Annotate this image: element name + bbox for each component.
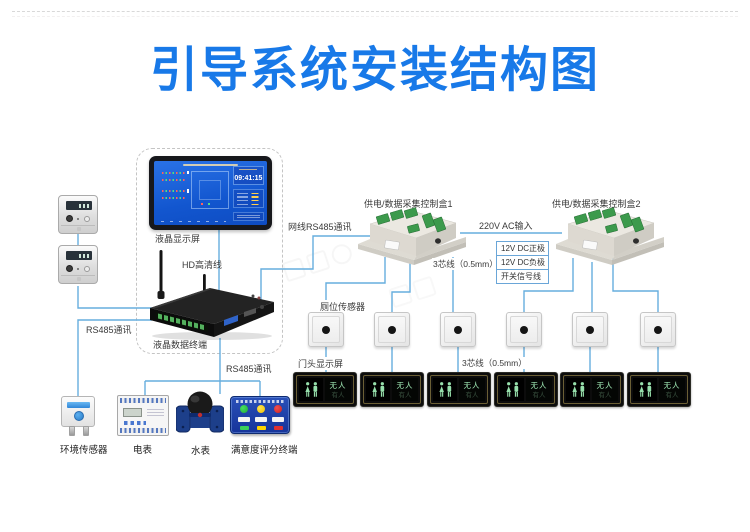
person-marker (186, 170, 189, 175)
label-hd-cable: HD高清线 (182, 260, 222, 270)
passage-counter-1 (58, 195, 98, 234)
label-dc-positive: 12V DC正极 (496, 241, 549, 256)
indicator-dots (161, 171, 186, 174)
label-lcd-terminal: 液晶数据终端 (153, 340, 208, 350)
label-core3-bottom: 3芯线（0.5mm） (461, 357, 528, 369)
info-panel (233, 211, 264, 222)
label-ac-input: 220V AC输入 (479, 221, 533, 231)
label-signal-wire: 开关信号线 (496, 269, 549, 284)
screen-legend (160, 220, 227, 222)
door-display-1: 无人有人 (293, 372, 357, 407)
env-sensor-device (61, 396, 95, 436)
label-rs485-bottom: RS485通讯 (226, 364, 272, 374)
label-core3-top: 3芯线（0.5mm） (432, 258, 499, 270)
page-title: 引导系统安装结构图 (149, 44, 600, 97)
label-stall-sensor: 厕位传感器 (319, 300, 367, 313)
dashboard-screen: 09:41:15 (154, 161, 267, 225)
stall-sensor-1 (308, 312, 344, 347)
door-display-5: 无人有人 (560, 372, 624, 407)
screen-time: 09:41:15 (234, 175, 263, 183)
stall-sensor-2 (374, 312, 410, 347)
label-rs485-left: RS485通讯 (86, 325, 132, 335)
label-elec-meter: 电表 (133, 445, 153, 456)
door-display-4: 无人有人 (494, 372, 558, 407)
top-dashed-divider (12, 11, 738, 12)
label-net-rs485: 网线RS485通讯 (288, 222, 352, 232)
label-dc-negative: 12V DC负极 (496, 255, 549, 270)
electric-meter-device (117, 395, 169, 436)
door-display-2: 无人有人 (360, 372, 424, 407)
person-marker (186, 189, 189, 193)
label-lcd-display: 液晶显示屏 (155, 234, 201, 244)
screen-header-bar (183, 164, 238, 166)
lcd-monitor: 09:41:15 (149, 156, 272, 230)
indicator-dots (161, 178, 186, 181)
stall-sensor-6 (640, 312, 676, 347)
label-satisfaction: 满意度评分终端 (231, 445, 298, 456)
water-meter-device (176, 391, 224, 433)
stall-sensor-5 (572, 312, 608, 347)
label-control-box-1: 供电/数据采集控制盒1 (364, 199, 453, 209)
control-box-2 (556, 207, 664, 265)
time-panel: 09:41:15 (233, 166, 264, 186)
stall-sensor-3 (440, 312, 476, 347)
door-display-6: 无人有人 (627, 372, 691, 407)
satisfaction-terminal-device (230, 396, 290, 434)
terminal-group-outline (136, 148, 283, 354)
top-dashed-divider-2 (12, 16, 738, 17)
stall-sensor-4 (506, 312, 542, 347)
label-control-box-2: 供电/数据采集控制盒2 (552, 199, 641, 209)
data-terminal-router (150, 250, 274, 340)
label-water-meter: 水表 (191, 446, 211, 457)
indicator-dots (161, 190, 186, 193)
indicator-dots (161, 197, 186, 200)
label-door-display: 门头显示屏 (297, 357, 345, 370)
floorplan (191, 170, 229, 209)
label-env-sensor: 环境传感器 (60, 445, 108, 456)
stats-panel (233, 189, 264, 209)
passage-counter-2 (58, 245, 98, 284)
control-box-1 (358, 207, 466, 265)
door-display-3: 无人有人 (427, 372, 491, 407)
